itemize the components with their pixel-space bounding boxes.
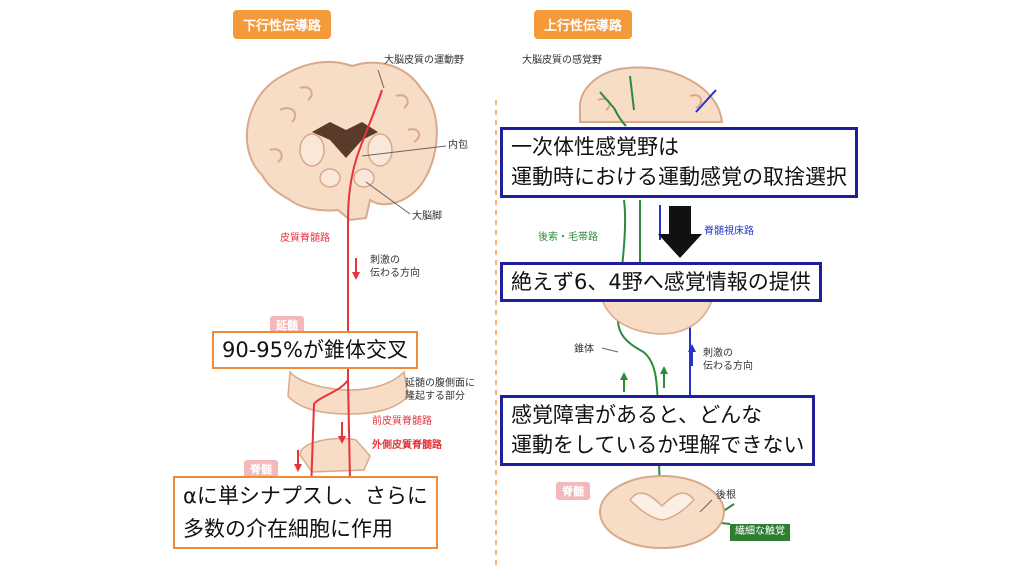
label-internal-capsule: 内包 xyxy=(448,140,468,151)
left-medulla-badge: 延髄 xyxy=(270,316,304,334)
left-brain-section xyxy=(245,60,438,222)
right-header-badge: 上行性伝導路 xyxy=(534,10,633,39)
label-cerebral-peduncle: 大脳脚 xyxy=(412,211,442,222)
stimulus-right-line-1: 刺激の xyxy=(703,348,733,359)
right-leader-lines xyxy=(601,347,713,513)
label-lateral-tract: 外側皮質脊髄路 xyxy=(372,440,442,451)
stimulus-line-1: 刺激の xyxy=(370,255,400,266)
label-anterior-tract: 前皮質脊髄路 xyxy=(372,416,432,427)
callout-supply-text: 絶えず6、4野へ感覚情報の提供 xyxy=(511,270,811,294)
label-stimulus-direction-right: 刺激の 伝わる方向 xyxy=(703,348,753,373)
callout-decussation-text: 90-95%が錐体交叉 xyxy=(222,338,408,362)
pyramid-desc-line-2: 隆起する部分 xyxy=(405,390,465,402)
stimulus-line-2: 伝わる方向 xyxy=(370,267,420,279)
callout-alpha-synapse: αに単シナプスし、さらに 多数の介在細胞に作用 xyxy=(173,476,438,550)
right-spinal-cord-section xyxy=(599,475,725,549)
callout-alpha-line-2: 多数の介在細胞に作用 xyxy=(183,516,393,541)
label-dorsal-root: 後根 xyxy=(716,490,736,501)
right-spinal-badge: 脊髄 xyxy=(556,482,590,500)
right-arrowheads xyxy=(620,344,696,380)
callout-primary-sensory: 一次体性感覚野は 運動時における運動感覚の取捨選択 xyxy=(500,127,858,198)
label-spinothalamic: 脊髄視床路 xyxy=(704,226,754,237)
left-spinal-badge: 脊髄 xyxy=(244,460,278,478)
left-red-tracts xyxy=(297,89,383,521)
label-corticospinal-tract: 皮質脊髄路 xyxy=(280,233,330,244)
callout-alpha-line-1: αに単シナプスし、さらに xyxy=(183,484,428,508)
callout-disorder-line-2: 運動をしているか理解できない xyxy=(511,433,805,458)
callout-decussation: 90-95%が錐体交叉 xyxy=(212,331,418,370)
label-sensory-cortex: 大脳皮質の感覚野 xyxy=(522,55,602,66)
label-pyramid: 錐体 xyxy=(574,344,594,355)
label-stimulus-direction-left: 刺激の 伝わる方向 xyxy=(370,255,420,280)
callout-sensory-line-2: 運動時における運動感覚の取捨選択 xyxy=(511,165,847,190)
callout-sensory-supply: 絶えず6、4野へ感覚情報の提供 xyxy=(500,262,822,303)
label-pyramid-desc: 延髄の腹側面に 隆起する部分 xyxy=(405,378,475,403)
left-arrowheads xyxy=(294,272,360,472)
label-dorsal-column: 後索・毛帯路 xyxy=(538,232,598,243)
left-leader-lines xyxy=(361,69,447,215)
callout-disorder-line-1: 感覚障害があると、どんな xyxy=(511,403,763,427)
stimulus-right-line-2: 伝わる方向 xyxy=(703,360,753,372)
left-header-badge: 下行性伝導路 xyxy=(233,10,332,39)
pyramid-desc-line-1: 延髄の腹側面に xyxy=(405,378,475,389)
callout-sensory-disorder: 感覚障害があると、どんな 運動をしているか理解できない xyxy=(500,395,816,466)
label-motor-cortex: 大脳皮質の運動野 xyxy=(384,55,464,66)
label-fine-touch: 繊細な触覚 xyxy=(730,524,790,541)
right-medulla xyxy=(601,299,713,335)
down-arrow xyxy=(658,206,702,258)
callout-sensory-line-1: 一次体性感覚野は xyxy=(511,135,679,159)
